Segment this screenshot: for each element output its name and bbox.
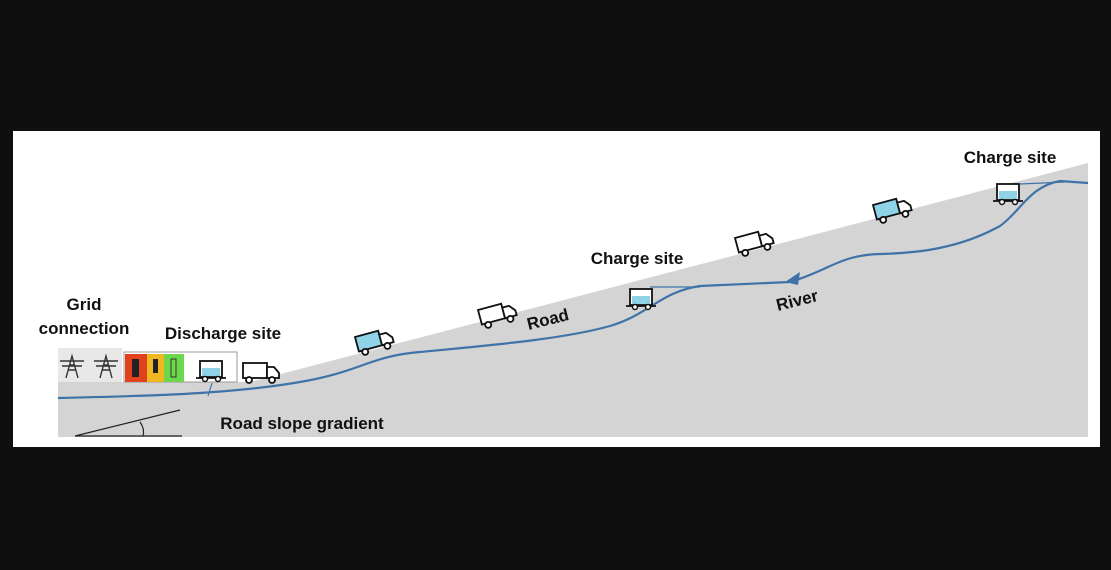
slope-label: Road slope gradient xyxy=(220,414,384,433)
charge-link xyxy=(1019,181,1066,185)
charge-site-label: Charge site xyxy=(964,148,1057,167)
river-line xyxy=(57,179,1089,400)
trailer-discharge-icon xyxy=(195,360,227,383)
trailer-charge-icon xyxy=(992,183,1024,206)
charge-site-label: Charge site xyxy=(591,249,684,268)
trailer-charge-icon xyxy=(625,288,657,311)
battery-icon xyxy=(164,354,184,382)
discharge-link xyxy=(207,382,213,397)
terrain-slope xyxy=(58,163,1088,437)
slope-line xyxy=(74,409,181,437)
grid-label: Grid xyxy=(67,295,102,314)
discharge-site-label: Discharge site xyxy=(165,324,281,343)
grid-label: connection xyxy=(39,319,130,338)
river-arrow-icon xyxy=(785,272,800,285)
angle-arc xyxy=(139,421,145,437)
